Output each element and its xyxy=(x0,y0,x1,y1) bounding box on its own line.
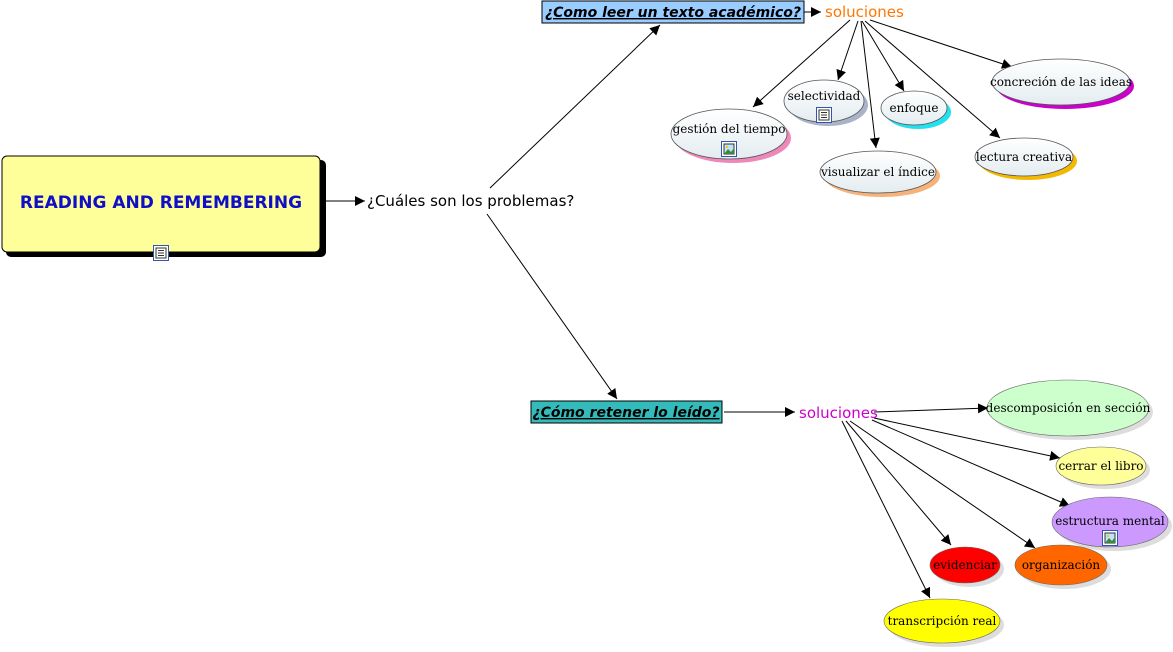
read-solution-bubbles: gestión del tiempo selectividad enfoque vis… xyxy=(670,58,1134,197)
read-bubble-lectura-creativa[interactable]: lectura creativa xyxy=(974,137,1077,180)
root-node[interactable]: READING AND REMEMBERING xyxy=(1,155,326,261)
bubble-label: estructura mental xyxy=(1055,514,1165,528)
bubble-label: organización xyxy=(1022,558,1101,572)
retain-bubble-evidenciar[interactable]: evidenciar xyxy=(929,546,1004,587)
connector-read-enfoque xyxy=(861,20,905,92)
bubble-shape xyxy=(1055,446,1147,486)
connector-retain-organizacion xyxy=(849,420,1036,549)
bubble-shape xyxy=(974,137,1074,177)
retain-bubble-estructura-mental[interactable]: estructura mental xyxy=(1051,496,1172,551)
retain-bubble-cerrar-el-libro[interactable]: cerrar el libro xyxy=(1055,446,1150,489)
connector-read-concrecion xyxy=(869,19,1013,69)
bubble-shape xyxy=(929,546,1001,584)
connector-retain-cerrar xyxy=(873,417,1061,461)
retain-bubble-organizacion[interactable]: organización xyxy=(1014,544,1111,589)
connector-retain-evidenciar xyxy=(845,420,952,546)
connector-retain-descomposicion xyxy=(873,403,989,414)
bubble-label: enfoque xyxy=(889,101,938,115)
read-solutions-phrase: soluciones xyxy=(825,3,904,21)
bubble-label: gestión del tiempo xyxy=(673,122,786,136)
retain-solutions-phrase: soluciones xyxy=(799,404,878,422)
image-icon[interactable] xyxy=(1102,530,1118,546)
bubble-label: descomposición en sección xyxy=(986,401,1151,415)
bubble-label: transcripción real xyxy=(888,614,997,628)
branch-read-node[interactable]: ¿Como leer un texto académico? xyxy=(541,0,805,24)
connectors xyxy=(325,7,1071,599)
retain-bubble-transcripcion-real[interactable]: transcripción real xyxy=(883,598,1004,647)
retain-solution-bubbles: descomposición en sección cerrar el libro… xyxy=(883,379,1172,647)
document-icon[interactable] xyxy=(153,245,169,261)
bubble-label: evidenciar xyxy=(933,558,997,572)
branch-retain-label: ¿Cómo retener lo leído? xyxy=(532,405,719,421)
bubble-shape xyxy=(883,598,1001,644)
bubble-shape xyxy=(880,90,948,126)
branch-read-label: ¿Como leer un texto académico? xyxy=(545,5,801,21)
document-icon[interactable] xyxy=(816,107,832,123)
question-phrase: ¿Cuáles son los problemas? xyxy=(367,192,574,210)
bubble-shape xyxy=(991,58,1131,106)
branch-retain-node[interactable]: ¿Cómo retener lo leído? xyxy=(530,400,723,424)
bubble-label: visualizar el índice xyxy=(820,165,935,179)
connector-retain-estructura xyxy=(871,419,1071,507)
root-title: READING AND REMEMBERING xyxy=(20,193,302,213)
bubble-label: cerrar el libro xyxy=(1058,459,1143,473)
connector-read-visualizar xyxy=(860,20,880,149)
bubble-shape xyxy=(670,108,788,160)
connector-read-gestion xyxy=(752,19,851,108)
read-bubble-selectividad[interactable]: selectividad xyxy=(783,79,868,126)
bubble-label: selectividad xyxy=(788,89,861,103)
connector-question-retain xyxy=(486,213,618,400)
bubble-shape xyxy=(1051,496,1169,548)
bubble-shape xyxy=(1014,544,1108,586)
read-bubble-enfoque[interactable]: enfoque xyxy=(880,90,951,129)
image-icon[interactable] xyxy=(721,141,737,157)
read-bubble-concrecion-de-las-ideas[interactable]: concreción de las ideas xyxy=(990,58,1134,109)
bubble-label: lectura creativa xyxy=(976,150,1072,164)
bubble-label: concreción de las ideas xyxy=(990,75,1132,89)
retain-bubble-descomposicion-en-seccion[interactable]: descomposición en sección xyxy=(986,379,1153,440)
read-bubble-gestion-del-tiempo[interactable]: gestión del tiempo xyxy=(670,108,791,163)
connector-read-lectura xyxy=(864,20,1001,139)
connector-question-read xyxy=(489,24,661,189)
read-bubble-visualizar-el-indice[interactable]: visualizar el índice xyxy=(819,150,940,197)
bubble-shape xyxy=(819,150,937,194)
connector-retain-transcripcion xyxy=(841,420,931,599)
connector-read-selectividad xyxy=(836,20,859,81)
bubble-shape xyxy=(986,379,1150,437)
